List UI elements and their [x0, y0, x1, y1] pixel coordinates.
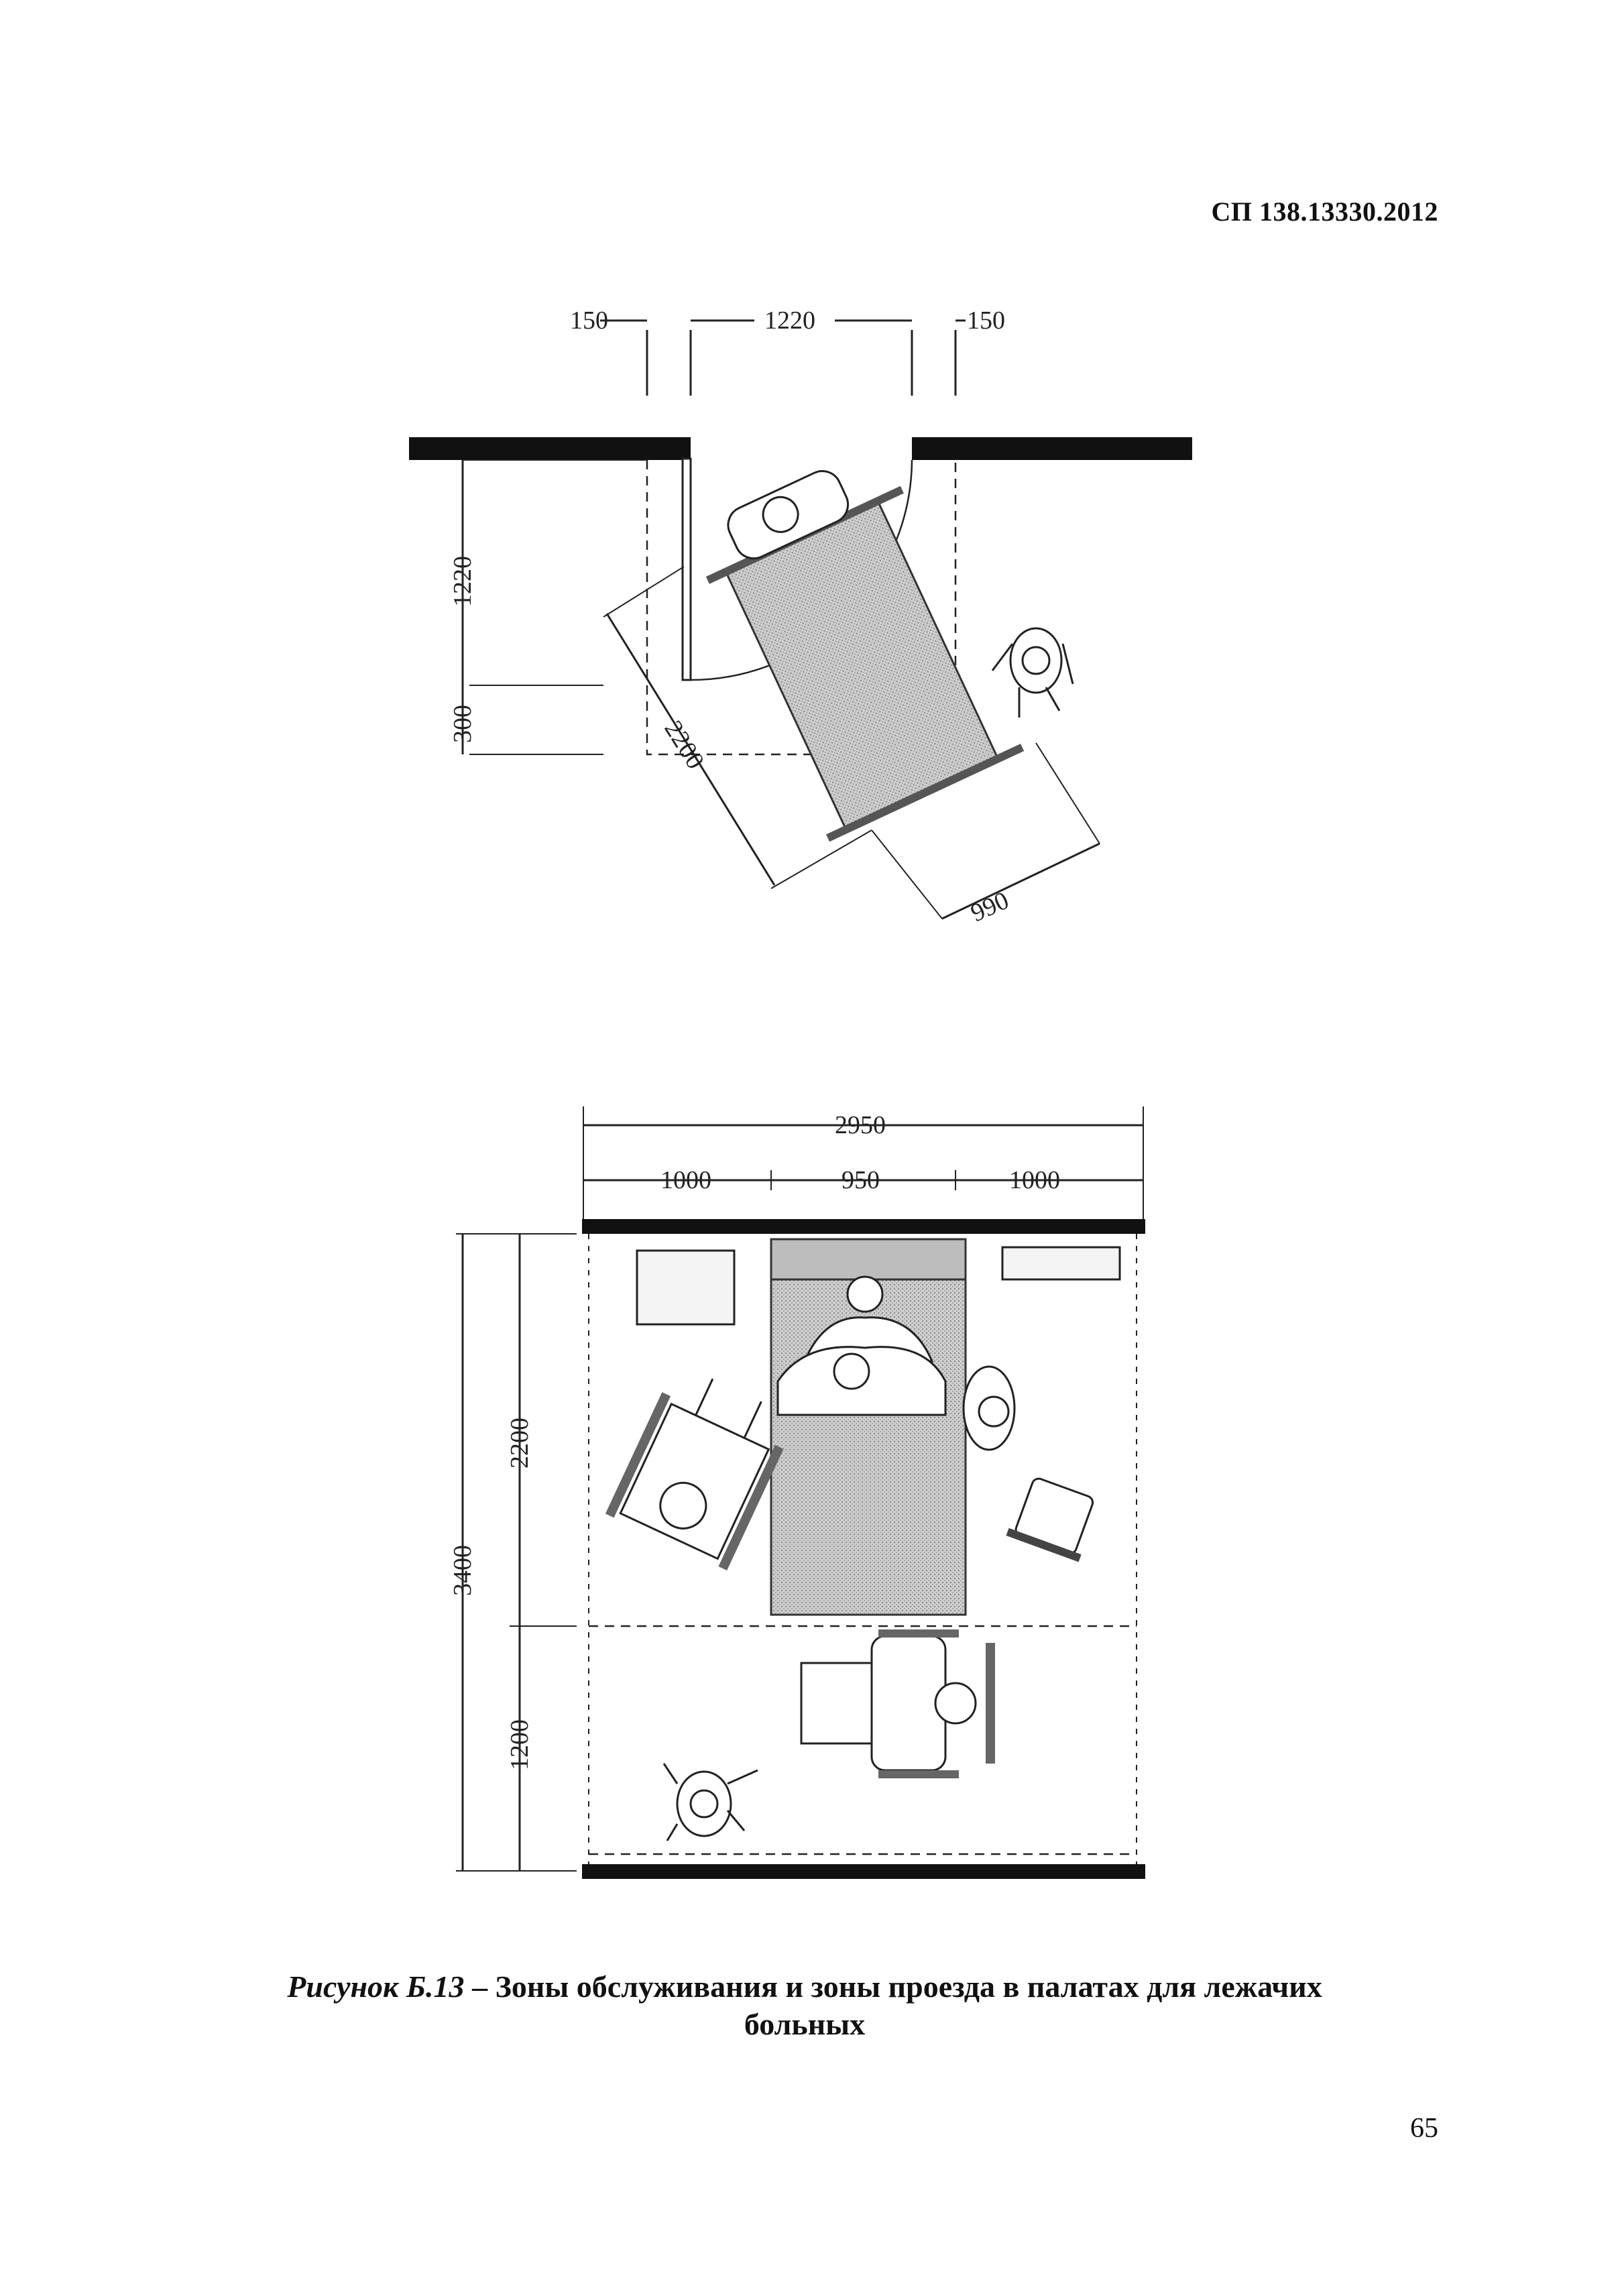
patient-figure: [776, 1275, 947, 1416]
dim-service-zone: 2200: [506, 1418, 534, 1469]
dim-room-depth: 3400: [449, 1545, 477, 1596]
dim-opening-width: 1220: [764, 306, 815, 335]
ward-diagram: [456, 1106, 1145, 1879]
dim-stretcher-width: 990: [967, 886, 1013, 928]
figure-caption: Рисунок Б.13 – Зоны обслуживания и зоны …: [134, 1968, 1475, 2043]
caption-dash: –: [464, 1969, 496, 2004]
door-leaf: [681, 457, 692, 681]
dim-bed-width: 950: [842, 1166, 880, 1194]
figure-label: Рисунок Б.13: [287, 1969, 465, 2004]
ward-wall-top: [582, 1219, 1145, 1234]
bedside-cabinet-right: [1001, 1246, 1121, 1281]
caption-line-2: больных: [744, 2007, 866, 2041]
page-number: 65: [1410, 2113, 1438, 2144]
stretcher-bar-bottom: [826, 744, 1025, 842]
bedside-cabinet-left: [636, 1249, 736, 1326]
wheelchair-passage: [800, 1629, 995, 1778]
walking-person-figure: [662, 1763, 758, 1841]
ward-wall-bottom: [582, 1864, 1145, 1879]
caption-text-1: Зоны обслуживания и зоны проезда в палат…: [495, 1969, 1322, 2004]
dim-stretcher-length: 2200: [658, 716, 709, 774]
wheelchair-left: [605, 1378, 784, 1570]
dim-passage-zone: 1200: [506, 1719, 534, 1770]
nurse-figure: [962, 1365, 1016, 1451]
dim-right-margin: 150: [967, 306, 1005, 335]
clear-zone-outline: [646, 460, 957, 756]
caption-line-1: Рисунок Б.13 – Зоны обслуживания и зоны …: [134, 1968, 1475, 2006]
dim-total-width: 2950: [835, 1111, 886, 1139]
dim-left-zone: 1000: [660, 1166, 711, 1194]
document-header: СП 138.13330.2012: [1211, 196, 1438, 227]
attendant-figure: [991, 627, 1074, 718]
dim-depth: 1220: [449, 556, 477, 607]
wall-right: [912, 437, 1192, 460]
visitor-chair: [1006, 1477, 1094, 1562]
dim-extra: 300: [449, 705, 477, 743]
dim-left-margin: 150: [570, 306, 608, 335]
wall-left: [409, 437, 691, 460]
doorway-diagram: [409, 319, 1192, 920]
dim-right-zone: 1000: [1009, 1166, 1060, 1194]
